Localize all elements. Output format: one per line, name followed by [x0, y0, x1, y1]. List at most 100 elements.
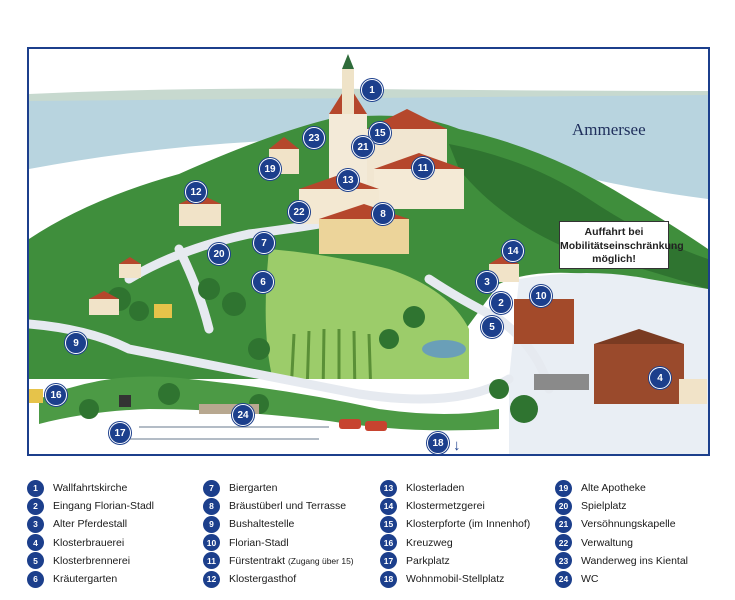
- legend-item: 19 Alte Apotheke: [555, 479, 688, 497]
- legend-label: Klostergasthof: [229, 573, 296, 585]
- legend-number-badge: 12: [203, 570, 220, 588]
- map-marker-1[interactable]: 1: [361, 79, 383, 101]
- legend-label: Klosterladen: [406, 482, 464, 494]
- map-marker-20[interactable]: 20: [208, 243, 230, 265]
- legend-label: Spielplatz: [581, 500, 627, 512]
- lower-trees: [39, 376, 499, 431]
- monastery-complex: [269, 54, 464, 254]
- legend-label-text: Alte Apotheke: [581, 482, 646, 495]
- legend-item: 14 Klostermetzgerei: [380, 497, 530, 515]
- map-marker-24[interactable]: 24: [232, 404, 254, 426]
- map-marker-12[interactable]: 12: [185, 181, 207, 203]
- legend-label-text: Eingang Florian-Stadl: [53, 500, 154, 513]
- legend-label-text: Wallfahrtskirche: [53, 482, 128, 495]
- map-marker-14[interactable]: 14: [502, 240, 524, 262]
- map-illustration: [29, 49, 708, 454]
- legend-number-badge: 9: [203, 515, 220, 533]
- legend-label-text: Klosterbrauerei: [53, 536, 125, 549]
- legend-label-text: Wohnmobil-Stellplatz: [406, 573, 505, 586]
- map-marker-18[interactable]: 18: [427, 432, 449, 454]
- lake: [29, 95, 708, 199]
- map-marker-4[interactable]: 4: [649, 367, 671, 389]
- legend-label: Wallfahrtskirche: [53, 482, 127, 494]
- map-marker-21[interactable]: 21: [352, 136, 374, 158]
- legend-number-badge: 16: [380, 534, 397, 552]
- map-marker-10[interactable]: 10: [530, 285, 552, 307]
- legend-label-text: Biergarten: [229, 482, 278, 495]
- legend-label-text: Bräustüberl und Terrasse: [229, 500, 347, 513]
- legend-number-badge: 22: [555, 534, 572, 552]
- legend-column: 1 Wallfahrtskirche 2 Eingang Florian-Stadl 3…: [27, 479, 154, 588]
- legend-label-note: (Zugang über 15): [287, 555, 354, 566]
- legend-label: Klosterbrauerei: [53, 537, 124, 549]
- legend-item: 12 Klostergasthof: [203, 570, 354, 588]
- car: [365, 421, 387, 431]
- map-marker-9[interactable]: 9: [65, 332, 87, 354]
- legend-label: Eingang Florian-Stadl: [53, 500, 154, 512]
- legend-label-text: WC: [581, 573, 599, 586]
- map-marker-13[interactable]: 13: [337, 169, 359, 191]
- legend-number-badge: 11: [203, 552, 220, 570]
- map-marker-19[interactable]: 19: [259, 158, 281, 180]
- map-marker-3[interactable]: 3: [476, 271, 498, 293]
- legend-label: Fürstentrakt (Zugang über 15): [229, 555, 354, 567]
- pond: [422, 340, 466, 358]
- map-marker-8[interactable]: 8: [372, 203, 394, 225]
- legend-label: Kräutergarten: [53, 573, 117, 585]
- legend-label: Bräustüberl und Terrasse: [229, 500, 346, 512]
- legend-item: 2 Eingang Florian-Stadl: [27, 497, 154, 515]
- legend-label-text: Klosterladen: [406, 482, 465, 495]
- legend-number-badge: 21: [555, 515, 572, 533]
- legend-number-badge: 14: [380, 497, 397, 515]
- map-legend: 1 Wallfahrtskirche 2 Eingang Florian-Stadl 3…: [27, 479, 710, 589]
- legend-number-badge: 10: [203, 534, 220, 552]
- legend-label-text: Klostergasthof: [229, 573, 297, 586]
- legend-label: Wanderweg ins Kiental: [581, 555, 688, 567]
- legend-label-text: Klosterpforte (im Innenhof): [406, 518, 531, 531]
- legend-number-badge: 18: [380, 570, 397, 588]
- legend-number-badge: 2: [27, 497, 44, 515]
- legend-item: 8 Bräustüberl und Terrasse: [203, 497, 354, 515]
- map-marker-15[interactable]: 15: [369, 122, 391, 144]
- legend-item: 7 Biergarten: [203, 479, 354, 497]
- legend-label: Klosterpforte (im Innenhof): [406, 518, 530, 530]
- map-marker-23[interactable]: 23: [303, 127, 325, 149]
- legend-label: Klostermetzgerei: [406, 500, 485, 512]
- legend-number-badge: 15: [380, 515, 397, 533]
- legend-number-badge: 7: [203, 479, 220, 497]
- map-marker-16[interactable]: 16: [45, 384, 67, 406]
- notice-line: Mobilitätseinschränkung: [560, 239, 684, 252]
- map-marker-7[interactable]: 7: [253, 232, 275, 254]
- legend-number-badge: 19: [555, 479, 572, 497]
- parking-lot: [129, 426, 329, 440]
- map-marker-11[interactable]: 11: [412, 157, 434, 179]
- lake-label: Ammersee: [572, 120, 646, 139]
- legend-number-badge: 4: [27, 534, 44, 552]
- map-marker-17[interactable]: 17: [109, 422, 131, 444]
- map-marker-2[interactable]: 2: [490, 292, 512, 314]
- legend-number-badge: 1: [27, 479, 44, 497]
- legend-label-text: Fürstentrakt: [229, 554, 286, 567]
- legend-item: 10 Florian-Stadl: [203, 534, 354, 552]
- legend-number-badge: 17: [380, 552, 397, 570]
- legend-number-badge: 8: [203, 497, 220, 515]
- legend-label: Klosterbrennerei: [53, 555, 130, 567]
- map-marker-5[interactable]: 5: [481, 316, 503, 338]
- legend-item: 4 Klosterbrauerei: [27, 534, 154, 552]
- map-marker-22[interactable]: 22: [288, 201, 310, 223]
- map-marker-6[interactable]: 6: [252, 271, 274, 293]
- notice-line: möglich!: [592, 253, 636, 266]
- legend-number-badge: 5: [27, 552, 44, 570]
- legend-label: Kreuzweg: [406, 537, 453, 549]
- legend-label: Florian-Stadl: [229, 537, 289, 549]
